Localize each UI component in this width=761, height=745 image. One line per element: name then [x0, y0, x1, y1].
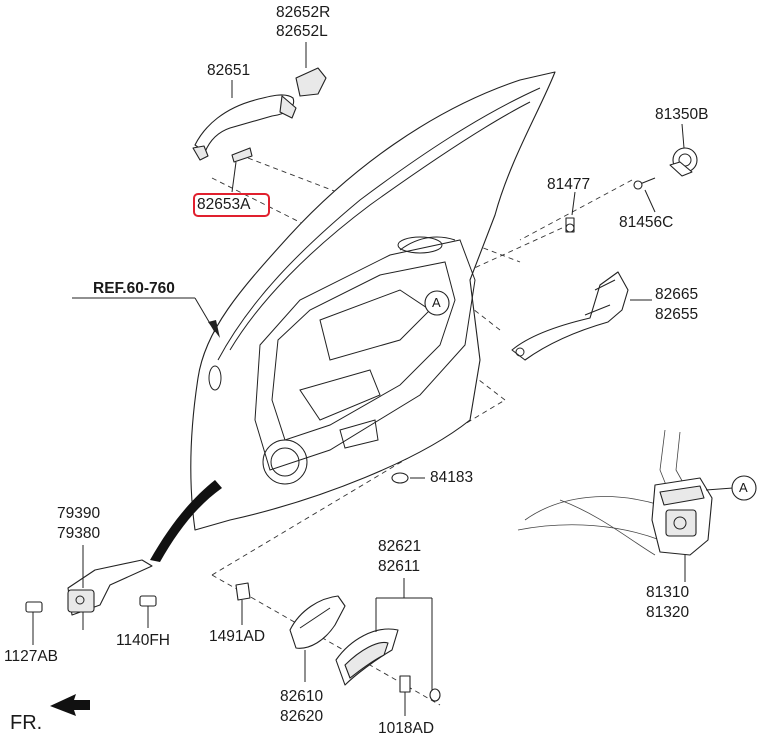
label-1140FH: 1140FH [116, 632, 170, 649]
handle-bracket-82665 [511, 271, 629, 361]
callout-a-circle [424, 290, 450, 316]
door-checker-79390 [67, 558, 153, 630]
label-81310: 81310 [646, 584, 690, 601]
label-1018AD: 1018AD [378, 720, 435, 737]
latch-assembly-81310 [517, 429, 734, 582]
label-82665: 82665 [655, 286, 699, 303]
screw-1018AD [399, 675, 441, 716]
label-82610: 82610 [280, 688, 324, 705]
label-callout-a: A [432, 295, 441, 310]
inside-handle-82610 [289, 595, 346, 682]
plug-84183 [391, 472, 409, 484]
ref-leader [72, 297, 220, 338]
label-callout-a-2: A [739, 480, 748, 495]
label-82611: 82611 [378, 558, 420, 575]
handle-cover-82621 [335, 578, 433, 692]
label-84183: 84183 [430, 469, 474, 486]
label-leaders [82, 42, 685, 560]
label-82620: 82620 [280, 708, 324, 725]
handle-cover-82652 [295, 67, 327, 97]
label-79380: 79380 [57, 525, 101, 542]
label-1491AD: 1491AD [209, 628, 266, 645]
label-81456C: 81456C [619, 214, 674, 231]
label-82655: 82655 [655, 306, 699, 323]
front-direction-arrow [50, 694, 90, 716]
label-81350B: 81350B [655, 106, 709, 123]
label-front: FR. [10, 712, 43, 734]
outside-handle-82651 [192, 94, 297, 161]
pad-82653A [231, 147, 253, 163]
label-1127AB: 1127AB [4, 648, 59, 665]
screw-81477 [565, 217, 575, 233]
checker-pointer-arrow [150, 480, 222, 562]
label-81320: 81320 [646, 604, 690, 621]
callout-a-circle-2 [731, 475, 757, 501]
highlight-box-82653A [193, 193, 270, 217]
label-82653A: 82653A [197, 196, 251, 213]
label-81477: 81477 [547, 176, 591, 193]
label-82651: 82651 [207, 62, 251, 79]
clip-1491AD [235, 582, 251, 625]
bolt-1127AB [25, 601, 43, 645]
label-79390: 79390 [57, 505, 101, 522]
label-82652R: 82652R [276, 4, 331, 21]
label-82621: 82621 [378, 538, 422, 555]
label-ref: REF.60-760 [93, 280, 175, 297]
cap-81350B [669, 147, 698, 177]
bolt-1140FH [139, 595, 157, 628]
screw-81456C [633, 177, 656, 190]
door-panel [190, 71, 556, 531]
label-82652L: 82652L [276, 23, 328, 40]
